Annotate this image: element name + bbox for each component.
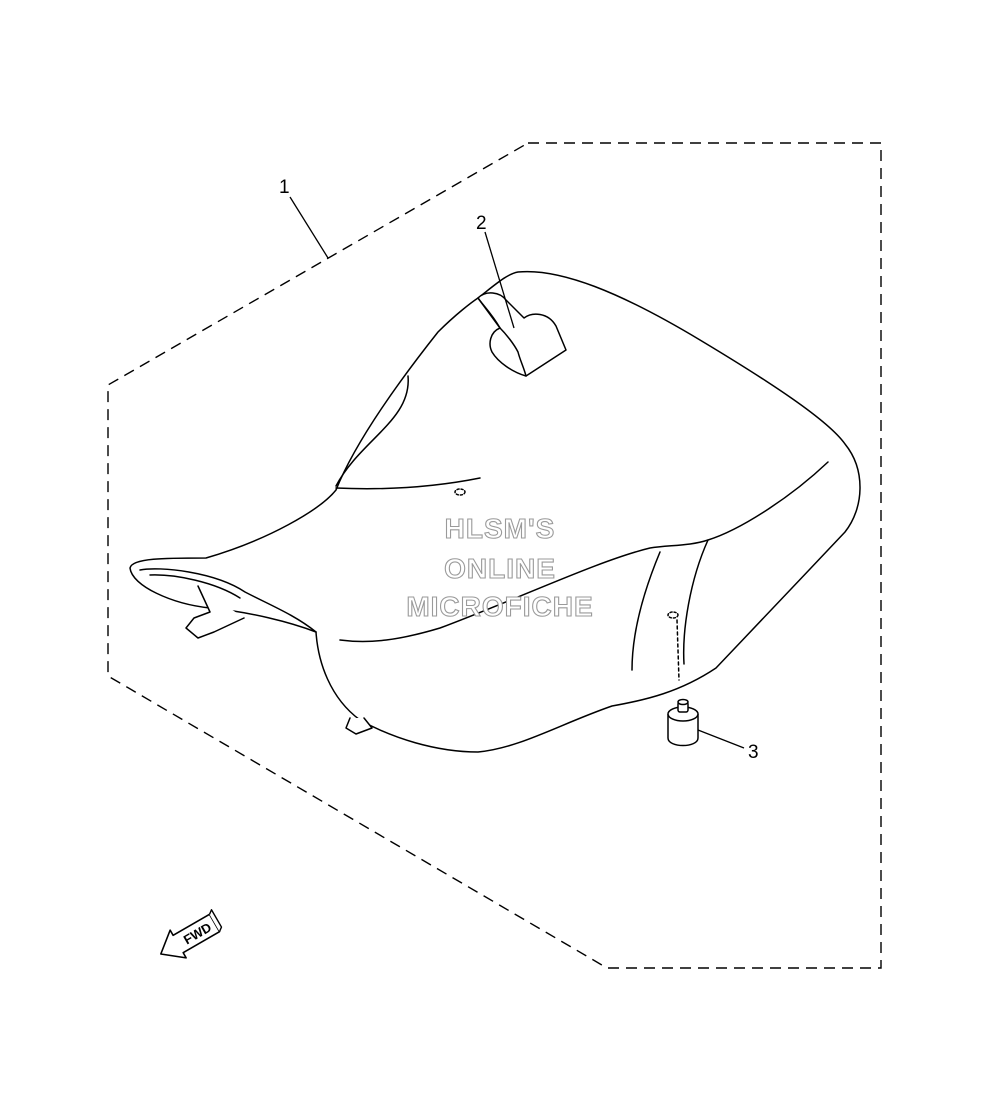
watermark-line-3: MICROFICHE <box>406 591 593 622</box>
leader-lines <box>289 196 745 749</box>
seat-rear-rim <box>139 568 317 633</box>
seat-assembly <box>129 270 861 753</box>
callout-2: 2 <box>476 213 487 234</box>
damper-guide-line <box>676 619 680 681</box>
seat-top-crease <box>335 477 481 490</box>
leader-line-3 <box>697 729 745 749</box>
seat-rear-tab <box>185 585 245 639</box>
watermark-line-2: ONLINE <box>444 553 556 584</box>
seat-side-line-a <box>631 551 661 671</box>
assembly-boundary <box>107 142 882 969</box>
mount-hole-front <box>667 611 679 619</box>
seat-left-contour <box>335 375 409 487</box>
forward-arrow-depth <box>208 909 223 932</box>
seat-side-line-b <box>682 539 709 665</box>
callout-1: 1 <box>279 177 290 198</box>
seat-bottom-tab <box>345 717 373 735</box>
mount-hole-top <box>454 488 466 496</box>
leader-line-2 <box>484 231 515 329</box>
callout-3: 3 <box>748 742 759 763</box>
watermark: HLSM'S ONLINE MICROFICHE <box>406 512 593 622</box>
seat-strap-top <box>477 297 501 329</box>
damper-part <box>667 698 699 747</box>
forward-arrow-icon: FWD <box>160 909 223 959</box>
seat-rear-rim-inner <box>149 574 241 599</box>
watermark-line-1: HLSM'S <box>445 513 556 544</box>
seat-front-crease <box>339 461 829 643</box>
seat-strap-fold <box>499 327 527 377</box>
leader-line-1 <box>289 196 329 259</box>
seat-strap <box>477 292 567 377</box>
